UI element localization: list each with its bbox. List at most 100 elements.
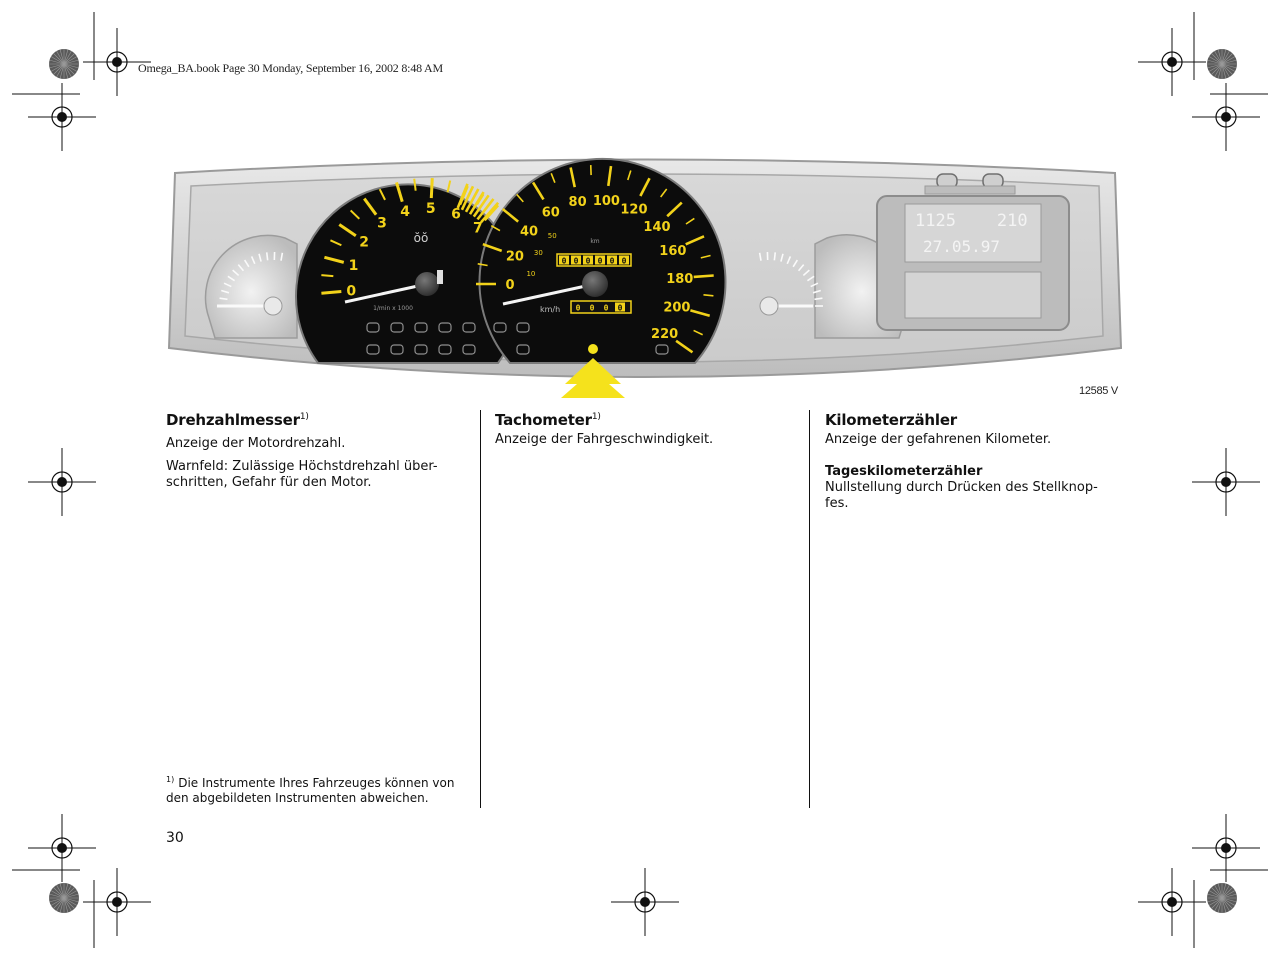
side-gauge-tick — [237, 264, 245, 272]
warning-lamp-icon — [366, 322, 380, 333]
odometer-digit-cell — [607, 255, 617, 265]
side-gauge-tick — [812, 289, 821, 294]
odometer-digit: 0 — [622, 257, 627, 266]
warning-lamp-icon — [366, 344, 380, 355]
speed-tick — [501, 207, 519, 223]
speed-number: 100 — [593, 194, 620, 209]
registration-mark — [1192, 814, 1260, 882]
trip-digit: 0 — [604, 304, 609, 313]
color-registration-disc — [49, 49, 79, 79]
column-divider — [480, 410, 481, 808]
rev-warning-field — [456, 183, 469, 209]
rev-tick — [324, 255, 345, 264]
side-gauge-tick — [258, 253, 262, 262]
column-speedometer: Tachometer1) Anzeige der Fahrgeschwindig… — [495, 410, 795, 448]
rev-warning-field — [472, 194, 490, 218]
heading-speedometer: Tachometer1) — [495, 411, 601, 429]
odometer-digit-cell — [595, 255, 605, 265]
warning-lamp-icon — [655, 344, 669, 355]
side-gauge-tick — [219, 297, 228, 301]
side-gauge-tick — [802, 269, 810, 277]
info-display-line-2: 27.05.97 — [923, 237, 1000, 256]
speed-number: 160 — [659, 244, 686, 259]
speed-tick — [666, 201, 683, 218]
trip-digit: 0 — [590, 304, 595, 313]
trip-digit-cell — [615, 302, 625, 312]
side-gauge-tick — [786, 256, 792, 265]
page-number: 30 — [166, 830, 184, 846]
warning-lamp-icon — [414, 344, 428, 355]
speed-unit-label: km/h — [540, 305, 560, 314]
odometer-digit: 0 — [562, 257, 567, 266]
rev-tick — [330, 239, 342, 247]
side-gauge-tick — [797, 264, 805, 272]
speed-number: 40 — [520, 224, 538, 239]
rev-number: 2 — [359, 234, 369, 250]
print-slug: Omega_BA.book Page 30 Monday, September … — [138, 61, 443, 75]
side-gauge-tick — [223, 282, 232, 288]
rev-tick — [378, 188, 386, 201]
paragraph: Nullstellung durch Drücken des Stellknop… — [825, 480, 1098, 511]
speed-tick — [550, 173, 556, 183]
speed-tick — [569, 167, 576, 188]
speed-tick — [675, 339, 694, 354]
speed-number: 180 — [666, 272, 693, 287]
color-registration-disc — [1207, 49, 1237, 79]
speed-tick — [703, 293, 714, 297]
rev-number: 7 — [473, 221, 483, 237]
odometer-digit: 0 — [610, 257, 615, 266]
pointer-arrow-icon — [561, 344, 625, 398]
speed-tick — [700, 254, 711, 259]
rev-number: 3 — [377, 216, 387, 232]
odometer-digit: 0 — [586, 257, 591, 266]
warning-lamp-icon — [390, 344, 404, 355]
odometer-digit-cell — [571, 255, 581, 265]
footnote: 1)Die Instrumente Ihres Fahrzeuges könne… — [166, 776, 466, 806]
warning-lamp-icon — [390, 322, 404, 333]
rev-warning-field — [464, 188, 480, 213]
warning-lamp-icon — [414, 322, 428, 333]
odometer-digit: 0 — [574, 257, 579, 266]
speed-tick — [639, 177, 651, 197]
rev-number: 5 — [426, 201, 436, 217]
speed-tick — [516, 193, 524, 203]
rev-warning-field — [468, 191, 485, 215]
speed-number: 80 — [569, 195, 587, 210]
trip-digit: 0 — [576, 304, 581, 313]
speed-tick — [685, 235, 705, 246]
speed-tick — [490, 225, 501, 232]
speed-tick — [685, 217, 695, 225]
rev-tick — [429, 178, 434, 199]
rev-number: 4 — [400, 204, 410, 220]
rev-tick — [413, 178, 417, 191]
speed-number: 0 — [505, 278, 514, 293]
rev-number: 1 — [349, 258, 359, 274]
column-rev-counter: Drehzahlmesser1) Anzeige der Motordrehza… — [166, 410, 466, 491]
left-side-gauge — [204, 234, 298, 339]
speed-number: 20 — [506, 250, 524, 265]
registration-mark — [1192, 83, 1260, 151]
side-gauge-tick — [265, 252, 269, 261]
rev-tick — [349, 209, 360, 220]
registration-mark — [1138, 868, 1206, 936]
side-gauge-tick — [232, 269, 240, 277]
odometer-unit-label: km — [590, 238, 599, 245]
svg-text:ŏŏ: ŏŏ — [414, 231, 429, 245]
speed-tick — [690, 309, 711, 317]
rev-warning-field — [480, 201, 500, 224]
registration-mark — [28, 83, 96, 151]
registration-mark — [28, 814, 96, 882]
registration-mark — [611, 868, 679, 936]
rev-tick — [321, 290, 342, 295]
speed-tick — [693, 329, 703, 336]
odometer-digit-cell — [559, 255, 569, 265]
column-odometer: Kilometerzähler Anzeige der gefahrenen K… — [825, 410, 1125, 512]
side-gauge-tick — [250, 256, 256, 265]
heading-rev-counter: Drehzahlmesser1) — [166, 411, 309, 429]
speed-inner-number: 50 — [548, 232, 557, 240]
rev-tick — [395, 182, 404, 203]
